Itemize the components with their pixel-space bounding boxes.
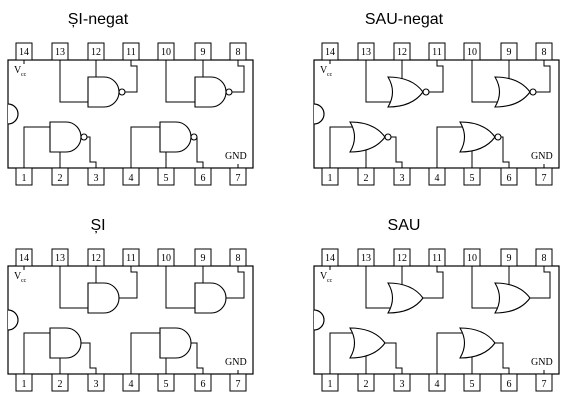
pin-bottom-number: 7	[542, 379, 547, 390]
pin-bottom-number: 6	[201, 379, 206, 390]
chip-notch	[7, 309, 19, 331]
pin-top-number: 9	[201, 47, 206, 58]
gate-nand-1	[87, 76, 126, 108]
pin-bottom-number: 1	[328, 173, 333, 184]
pin-top-number: 11	[432, 47, 442, 58]
gate-nand-4	[159, 121, 198, 153]
pin-bottom-number: 6	[201, 173, 206, 184]
pin-bottom-number: 5	[164, 173, 169, 184]
chip-notch	[313, 103, 325, 125]
pin-top-number: 14	[325, 47, 335, 58]
gnd-label: GND	[225, 151, 247, 162]
gate-and-3	[49, 327, 82, 359]
pin-bottom-number: 2	[58, 173, 63, 184]
gate-or-1	[387, 282, 424, 314]
pin-top-number: 13	[55, 253, 65, 264]
pin-top-number: 12	[397, 253, 407, 264]
pin-bottom-number: 5	[164, 379, 169, 390]
chip-title: ȘI-negat	[68, 11, 129, 28]
pin-bottom-number: 7	[236, 379, 241, 390]
pin-top-number: 12	[397, 47, 407, 58]
pin-bottom-number: 2	[364, 379, 369, 390]
gnd-label: GND	[531, 151, 553, 162]
pin-top-number: 11	[126, 47, 136, 58]
pin-top-number: 9	[507, 253, 512, 264]
pin-bottom-number: 1	[328, 379, 333, 390]
pin-top-number: 10	[161, 253, 171, 264]
gate-nor-1	[387, 76, 430, 108]
pin-top-number: 12	[91, 47, 101, 58]
pin-top-number: 9	[507, 47, 512, 58]
pin-top-number: 13	[361, 253, 371, 264]
pin-top-number: 13	[361, 47, 371, 58]
gate-or-4	[459, 327, 496, 359]
gate-and-2	[194, 282, 227, 314]
chip-notch	[313, 309, 325, 331]
pin-bottom-number: 3	[94, 173, 99, 184]
pin-bottom-number: 6	[507, 379, 512, 390]
pin-top-number: 10	[467, 253, 477, 264]
chip-title: SAU-negat	[365, 11, 444, 28]
pin-bottom-number: 7	[236, 173, 241, 184]
pin-top-number: 12	[91, 253, 101, 264]
gate-or-2	[494, 282, 531, 314]
pin-bottom-number: 3	[400, 173, 405, 184]
pin-top-number: 8	[236, 47, 241, 58]
pin-top-number: 8	[542, 47, 547, 58]
pin-top-number: 8	[236, 253, 241, 264]
chip-title: SAU	[388, 217, 421, 234]
gate-and-4	[159, 327, 192, 359]
pin-bottom-number: 4	[129, 379, 134, 390]
vcc-label: V	[320, 271, 328, 282]
chip-notch	[7, 103, 19, 125]
gate-nor-4	[459, 121, 502, 153]
pin-top-number: 10	[467, 47, 477, 58]
pin-top-number: 8	[542, 253, 547, 264]
pin-bottom-number: 4	[435, 173, 440, 184]
vcc-subscript: cc	[327, 72, 333, 78]
vcc-subscript: cc	[21, 72, 27, 78]
pin-top-number: 14	[325, 253, 335, 264]
pin-bottom-number: 4	[435, 379, 440, 390]
pin-top-number: 10	[161, 47, 171, 58]
gate-nand-3	[49, 121, 88, 153]
gate-nor-2	[494, 76, 537, 108]
gate-or-3	[349, 327, 386, 359]
pin-top-number: 14	[19, 253, 29, 264]
gnd-label: GND	[531, 357, 553, 368]
pin-top-number: 11	[432, 253, 442, 264]
pin-top-number: 13	[55, 47, 65, 58]
pin-bottom-number: 2	[58, 379, 63, 390]
pin-bottom-number: 5	[470, 173, 475, 184]
pin-bottom-number: 1	[22, 379, 27, 390]
pin-bottom-number: 1	[22, 173, 27, 184]
pin-bottom-number: 7	[542, 173, 547, 184]
vcc-label: V	[14, 65, 22, 76]
pin-bottom-number: 3	[94, 379, 99, 390]
pin-bottom-number: 6	[507, 173, 512, 184]
pin-bottom-number: 3	[400, 379, 405, 390]
pin-bottom-number: 4	[129, 173, 134, 184]
gate-nand-2	[194, 76, 233, 108]
gate-and-1	[87, 282, 120, 314]
pin-bottom-number: 5	[470, 379, 475, 390]
pin-top-number: 11	[126, 253, 136, 264]
pin-bottom-number: 2	[364, 173, 369, 184]
pin-top-number: 14	[19, 47, 29, 58]
chip-title: ȘI	[90, 217, 105, 234]
vcc-subscript: cc	[21, 278, 27, 284]
vcc-label: V	[320, 65, 328, 76]
vcc-subscript: cc	[327, 278, 333, 284]
pin-top-number: 9	[201, 253, 206, 264]
gnd-label: GND	[225, 357, 247, 368]
vcc-label: V	[14, 271, 22, 282]
